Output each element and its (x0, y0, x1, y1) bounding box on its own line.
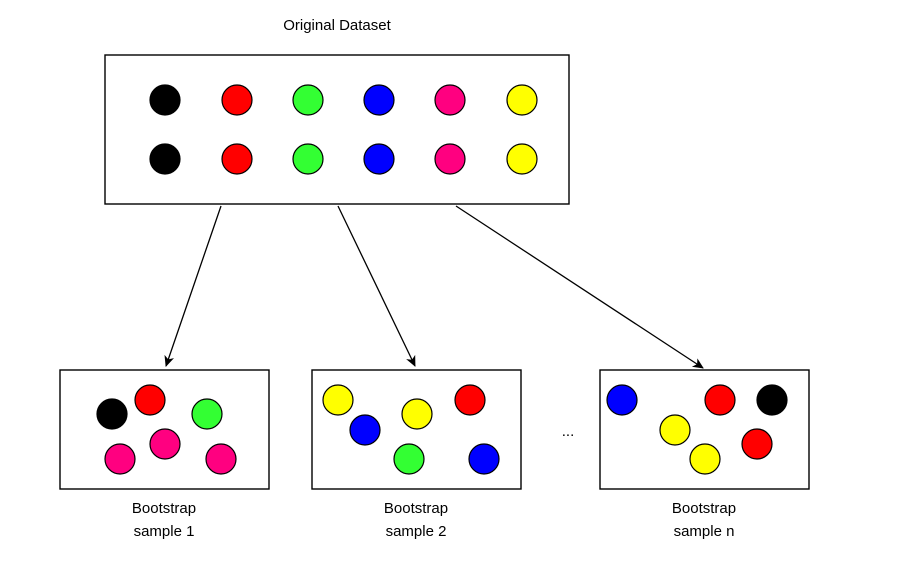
sample-n-caption-line1: Bootstrap (672, 500, 736, 517)
original-ball-green (292, 143, 324, 175)
sample-3-ball-red (704, 384, 736, 416)
original-ball-black (149, 143, 181, 175)
original-ball-red (221, 84, 253, 116)
sample-2-caption-line2: sample 2 (386, 523, 447, 540)
sample-2-caption-line1: Bootstrap (384, 500, 448, 517)
sample-1-ball-pink (205, 443, 237, 475)
sample-1-ball-pink (104, 443, 136, 475)
sample-3-ball-blue (606, 384, 638, 416)
arrow-to-sample-1 (164, 205, 222, 367)
sample-1-ball-pink (149, 428, 181, 460)
sample-1-ball-green (191, 398, 223, 430)
original-ball-black (149, 84, 181, 116)
sample-balls (96, 384, 788, 475)
original-ball-blue (363, 84, 395, 116)
original-ball-yellow (506, 143, 538, 175)
arrow-to-sample-n (455, 205, 704, 369)
sample-1-ball-black (96, 398, 128, 430)
original-ball-pink (434, 143, 466, 175)
sample-3-ball-yellow (659, 414, 691, 446)
sample-1-ball-red (134, 384, 166, 416)
original-ball-blue (363, 143, 395, 175)
sample-2-ball-green (393, 443, 425, 475)
arrow-to-sample-2 (337, 205, 416, 367)
original-ball-pink (434, 84, 466, 116)
sample-n-caption-line2: sample n (674, 523, 735, 540)
sample-2-ball-red (454, 384, 486, 416)
diagram-title: Original Dataset (283, 17, 391, 34)
ellipsis-more-samples: ... (562, 423, 575, 440)
original-dataset-balls (149, 84, 538, 175)
original-ball-green (292, 84, 324, 116)
sample-2-ball-yellow (322, 384, 354, 416)
sample-1-caption-line2: sample 1 (134, 523, 195, 540)
original-ball-yellow (506, 84, 538, 116)
sample-1-caption-line1: Bootstrap (132, 500, 196, 517)
sample-2-ball-blue (468, 443, 500, 475)
sample-2-ball-blue (349, 414, 381, 446)
sample-2-ball-yellow (401, 398, 433, 430)
sample-3-ball-red (741, 428, 773, 460)
sample-3-ball-yellow (689, 443, 721, 475)
sample-3-ball-black (756, 384, 788, 416)
original-dataset-box (104, 54, 570, 205)
original-ball-red (221, 143, 253, 175)
